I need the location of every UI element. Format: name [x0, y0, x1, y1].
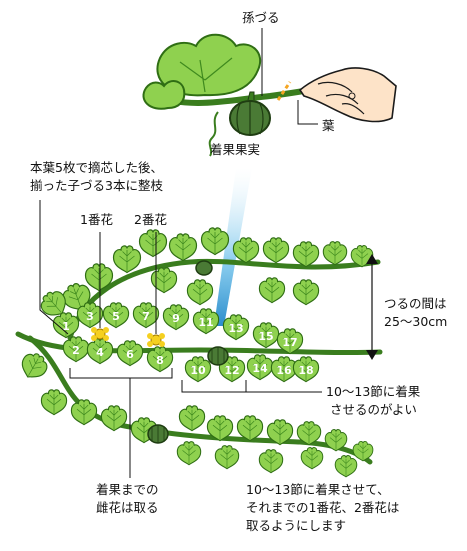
node-note-line2: させるのがよい	[330, 402, 417, 417]
node-number: 10	[190, 364, 206, 377]
fruit-set-label: 着果果実	[210, 142, 261, 157]
node-number: 17	[282, 336, 297, 349]
node-number: 16	[276, 364, 292, 377]
pumpkin-icon	[229, 91, 271, 136]
pruning-note-line2: 揃った子づる3本に整枝	[30, 178, 163, 193]
pumpkin-icon	[195, 260, 213, 276]
pumpkin-icon	[147, 424, 169, 444]
node-number: 11	[198, 316, 213, 329]
inset-leaf-large	[156, 33, 261, 97]
node-number: 7	[142, 310, 150, 323]
vine-spacing-line2: 25〜30cm	[384, 314, 448, 329]
hand-icon	[298, 67, 397, 123]
leaf-label: 葉	[322, 118, 335, 133]
node-number: 6	[126, 348, 134, 361]
node-number: 9	[172, 312, 180, 325]
flower-icon	[147, 333, 165, 347]
pruning-leader	[39, 200, 69, 335]
node-number: 2	[72, 344, 80, 357]
cut-mark	[276, 81, 292, 101]
node-number: 15	[258, 330, 273, 343]
node-number: 12	[224, 364, 239, 377]
spacing-arrow	[366, 254, 378, 360]
female-flower-bracket	[69, 368, 173, 379]
second-flower-label: 2番花	[134, 212, 167, 227]
female-note-line1: 着果までの	[96, 482, 159, 497]
node-number: 3	[86, 310, 94, 323]
node-number: 8	[156, 354, 164, 367]
bottom-note-line3: 取るようにします	[246, 518, 347, 533]
node-number: 4	[96, 346, 104, 359]
bottom-note-line1: 10〜13節に着果させて、	[246, 482, 390, 497]
female-note-line2: 雌花は取る	[96, 500, 159, 515]
bottom-note-line2: それまでの1番花、2番花は	[246, 500, 400, 515]
node-bracket	[181, 380, 247, 393]
node-number: 5	[112, 310, 120, 323]
node-number: 14	[252, 362, 268, 375]
inset-tendril	[208, 111, 219, 157]
grandchild-vine-label: 孫づる	[242, 10, 280, 25]
node-note-line1: 10〜13節に着果	[326, 384, 421, 399]
inset-leaf-small	[142, 80, 186, 110]
node-number: 18	[298, 364, 313, 377]
inset-illustration	[142, 28, 397, 157]
node-number: 13	[228, 322, 243, 335]
first-flower-label: 1番花	[80, 212, 113, 227]
pumpkin-icon	[207, 346, 229, 366]
main-vine	[15, 331, 383, 356]
leaf-leader	[297, 100, 318, 125]
vine-spacing-line1: つるの間は	[384, 296, 447, 311]
flower-icon	[91, 327, 109, 341]
pruning-note-line1: 本葉5枚で摘芯した後、	[30, 160, 163, 175]
node-number: 1	[62, 320, 70, 333]
